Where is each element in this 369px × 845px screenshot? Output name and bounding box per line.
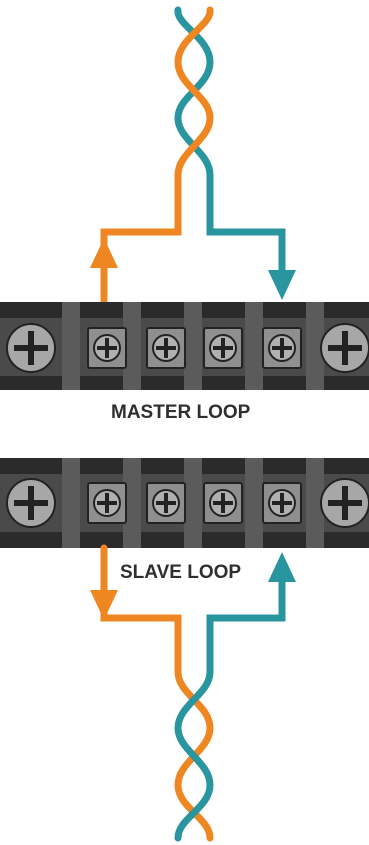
terminal-screw-icon (146, 482, 186, 524)
terminal-screw-icon (6, 323, 56, 373)
bottom-orange-wire (100, 544, 214, 842)
arrow-up-icon (268, 552, 296, 582)
slave-loop-terminal-strip (0, 458, 369, 548)
top-orange-wire (100, 6, 214, 304)
terminal-screw-icon (6, 478, 56, 528)
master-loop-label: MASTER LOOP (111, 402, 251, 423)
terminal-screw-icon (87, 482, 127, 524)
slave-loop-label: SLAVE LOOP (120, 562, 242, 583)
terminal-screw-icon (262, 482, 302, 524)
top-twisted-pair (100, 6, 286, 304)
terminal-screw-icon (320, 478, 369, 528)
top-teal-wire (174, 6, 286, 276)
terminal-screw-icon (87, 327, 127, 369)
terminal-screw-icon (203, 482, 243, 524)
master-loop-terminal-strip (0, 302, 369, 390)
arrow-up-icon (90, 238, 118, 268)
terminal-screw-icon (320, 323, 369, 373)
terminal-screw-icon (203, 327, 243, 369)
arrow-down-icon (268, 270, 296, 300)
bottom-teal-wire (174, 576, 286, 842)
terminal-screw-icon (262, 327, 302, 369)
arrow-down-icon (90, 590, 118, 620)
terminal-screw-icon (146, 327, 186, 369)
bottom-twisted-pair (100, 544, 286, 842)
